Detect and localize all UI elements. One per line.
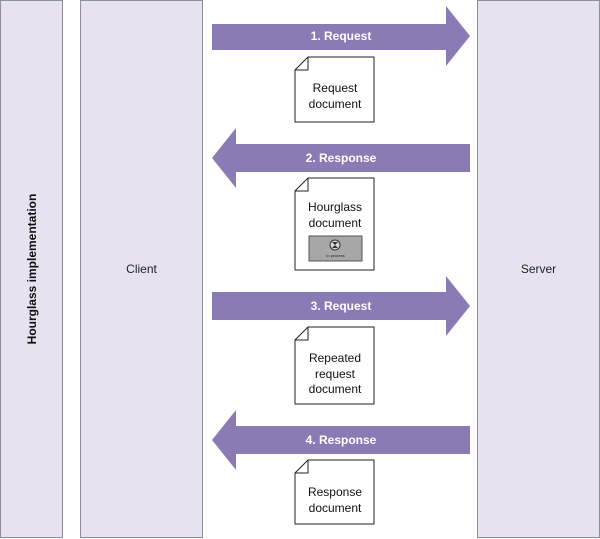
response-document-text: Response document — [295, 485, 375, 516]
hourglass-icon — [329, 239, 341, 251]
arrow-response-2 — [212, 128, 470, 188]
arrow-label-response-2: 2. Response — [305, 151, 377, 165]
request-document-text: Request document — [295, 81, 375, 112]
arrow-label-request-1: 1. Request — [310, 29, 372, 43]
doc-line: request — [314, 366, 356, 381]
hourglass-document-text: Hourglass document — [295, 200, 375, 231]
doc-line: document — [308, 215, 362, 230]
arrow-label-response-4: 4. Response — [305, 433, 377, 447]
arrow-label-request-3: 3. Request — [310, 299, 372, 313]
doc-line: Request — [312, 81, 358, 95]
client-label: Client — [126, 262, 157, 276]
repeated-request-document — [294, 326, 375, 405]
server-label: Server — [520, 262, 557, 276]
arrow-request-1 — [212, 6, 470, 66]
doc-line: Response — [307, 485, 363, 499]
doc-line: document — [308, 382, 362, 396]
doc-line: Hourglass — [307, 200, 363, 214]
hourglass-thumbnail — [308, 235, 363, 262]
repeated-request-document-text: Repeated request document — [295, 351, 375, 398]
arrow-request-3 — [212, 276, 470, 336]
doc-line: document — [308, 96, 362, 111]
doc-line: document — [308, 500, 362, 515]
response-document — [294, 459, 375, 525]
client-column — [80, 0, 203, 538]
doc-line: Repeated — [308, 351, 362, 365]
side-panel — [0, 0, 63, 538]
hourglass-thumbnail-caption: In process — [326, 253, 345, 258]
arrow-response-4 — [212, 410, 470, 470]
request-document — [294, 56, 375, 123]
